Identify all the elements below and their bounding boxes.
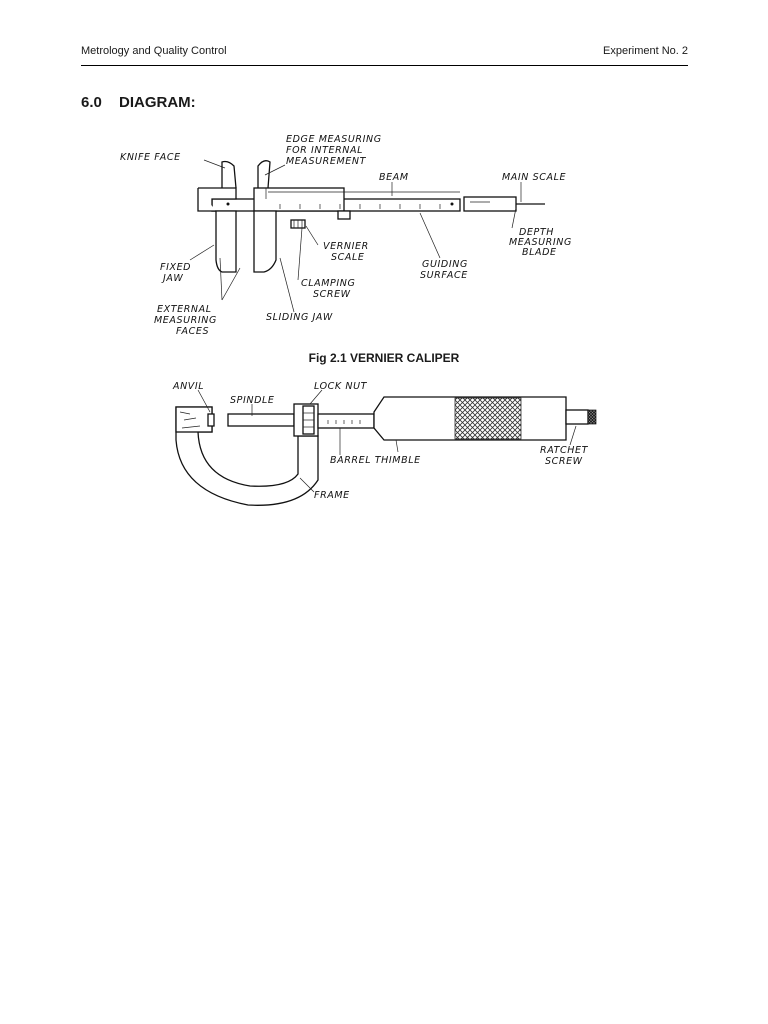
label-depth-2: MEASURING [509,237,572,248]
label-knife-face: KNIFE FACE [120,152,181,163]
figure-caption: Fig 2.1 VERNIER CALIPER [308,351,460,365]
section-heading: 6.0 DIAGRAM: [81,94,196,111]
label-clamping-2: SCREW [313,289,351,300]
label-depth-3: BLADE [522,247,557,258]
knife-face-fixed [221,160,237,189]
caliper-leader-lines [189,159,522,313]
label-fixed-1: FIXED [160,262,191,273]
header-course-title: Metrology and Quality Control [81,45,227,57]
header-rule [81,65,688,66]
clamp-pad [337,210,351,220]
barrel [317,413,375,429]
label-ratchet-2: SCREW [545,456,583,467]
label-lock-nut: LOCK NUT [314,381,368,392]
label-spindle: SPINDLE [230,395,274,406]
ratchet-body [565,409,589,425]
section-number: 6.0 [81,94,102,111]
label-beam: BEAM [379,172,409,183]
header-experiment-number: Experiment No. 2 [603,45,688,57]
label-guiding-1: GUIDING [422,259,468,270]
depth-blade-housing [463,196,517,212]
page-header: Metrology and Quality Control Experiment… [81,45,688,61]
caliper-labels: KNIFE FACE EDGE MEASURING FOR INTERNAL M… [120,134,572,337]
spindle [227,413,295,427]
label-vernier-2: SCALE [331,252,364,263]
section-title: DIAGRAM: [119,94,196,111]
label-sliding-jaw: SLIDING JAW [266,312,333,323]
anvil [175,406,213,433]
label-edge-measuring-2: FOR INTERNAL [286,145,363,156]
slider [253,187,345,212]
main-scale-ticks [279,204,441,209]
knife-face-sliding [257,160,271,189]
label-main-scale: MAIN SCALE [502,172,566,183]
label-vernier-1: VERNIER [323,241,369,252]
thimble-knurl [454,397,522,440]
label-guiding-2: SURFACE [420,270,468,281]
vernier-caliper-drawing [197,160,545,273]
label-barrel-thimble: BARREL THIMBLE [330,455,421,466]
label-edge-measuring-3: MEASUREMENT [286,156,367,167]
label-external-3: FACES [176,326,209,337]
label-ratchet-1: RATCHET [540,445,589,456]
fixed-jaw [198,187,237,273]
label-depth-1: DEPTH [519,227,554,238]
label-external-2: MEASURING [154,315,217,326]
label-frame: FRAME [314,490,350,501]
label-fixed-2: JAW [161,273,183,284]
label-anvil: ANVIL [172,381,204,392]
label-edge-measuring-1: EDGE MEASURING [286,134,382,145]
micrometer-drawing [175,396,597,506]
ratchet-knurl [587,409,597,425]
label-external-1: EXTERNAL [157,304,212,315]
sliding-jaw [253,210,277,273]
anvil-face [207,413,215,427]
label-clamping-1: CLAMPING [301,278,355,289]
micrometer-labels: ANVIL LOCK NUT SPINDLE BARREL THIMBLE RA… [172,381,589,501]
micrometer-leader-lines [197,389,577,493]
